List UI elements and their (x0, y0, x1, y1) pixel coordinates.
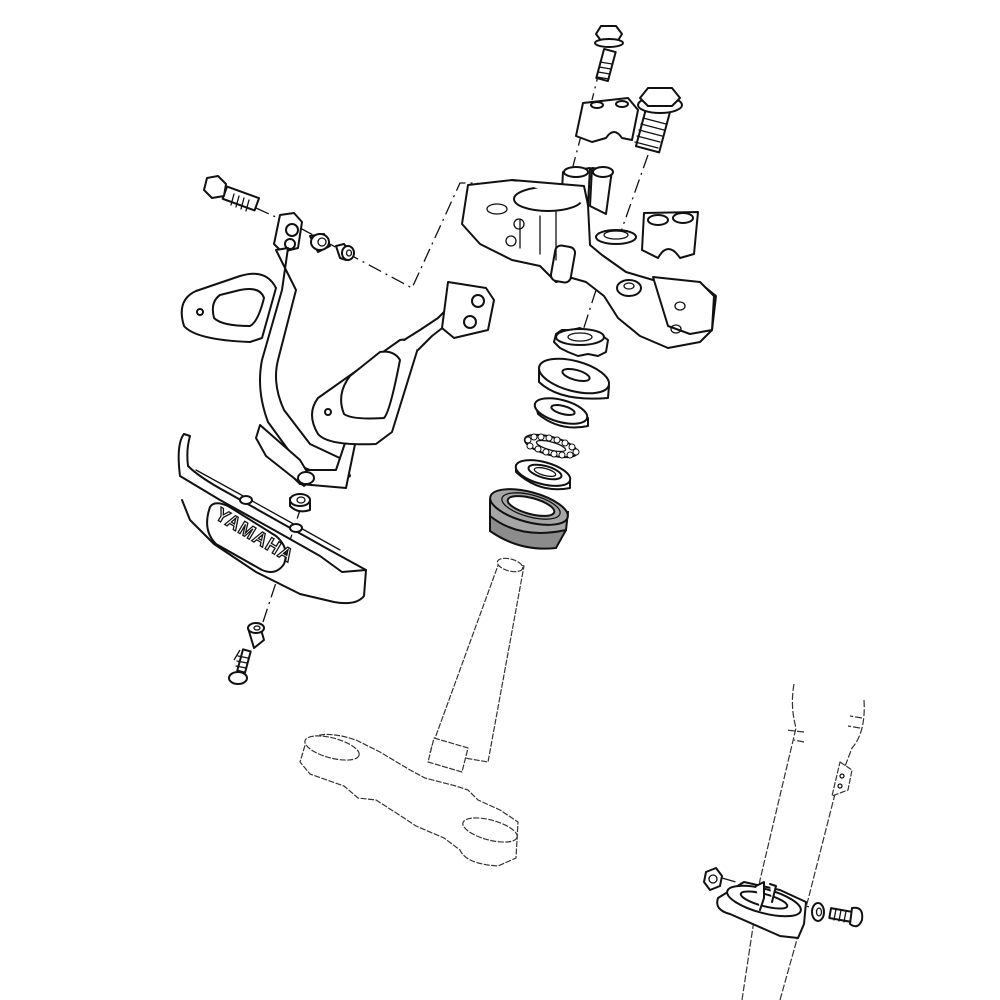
bearing-cover (538, 357, 610, 400)
damper (335, 243, 355, 261)
lower-race (514, 459, 572, 491)
steering-stem (299, 557, 525, 867)
guide-nut (703, 867, 723, 891)
cable-guide (716, 881, 807, 939)
handlebar-upper-holder (575, 97, 639, 143)
stay-bolt (203, 175, 261, 212)
guide-washer (811, 902, 825, 922)
handlebar-holder-bolt-small (594, 25, 624, 83)
collar (309, 233, 331, 253)
upper-race (533, 397, 589, 429)
ball-bearing (523, 433, 580, 459)
tapered-bearing (489, 488, 570, 550)
fork-tube (741, 683, 865, 1000)
headlight-stay (180, 212, 495, 489)
cover-screw (228, 648, 252, 685)
guide-bolt (828, 906, 864, 928)
steering-stem-nut-bolt (634, 87, 683, 154)
cover-spacer (247, 622, 265, 649)
ring-nut (553, 327, 609, 357)
cover-grommet (289, 493, 311, 513)
upper-bracket (461, 166, 717, 349)
